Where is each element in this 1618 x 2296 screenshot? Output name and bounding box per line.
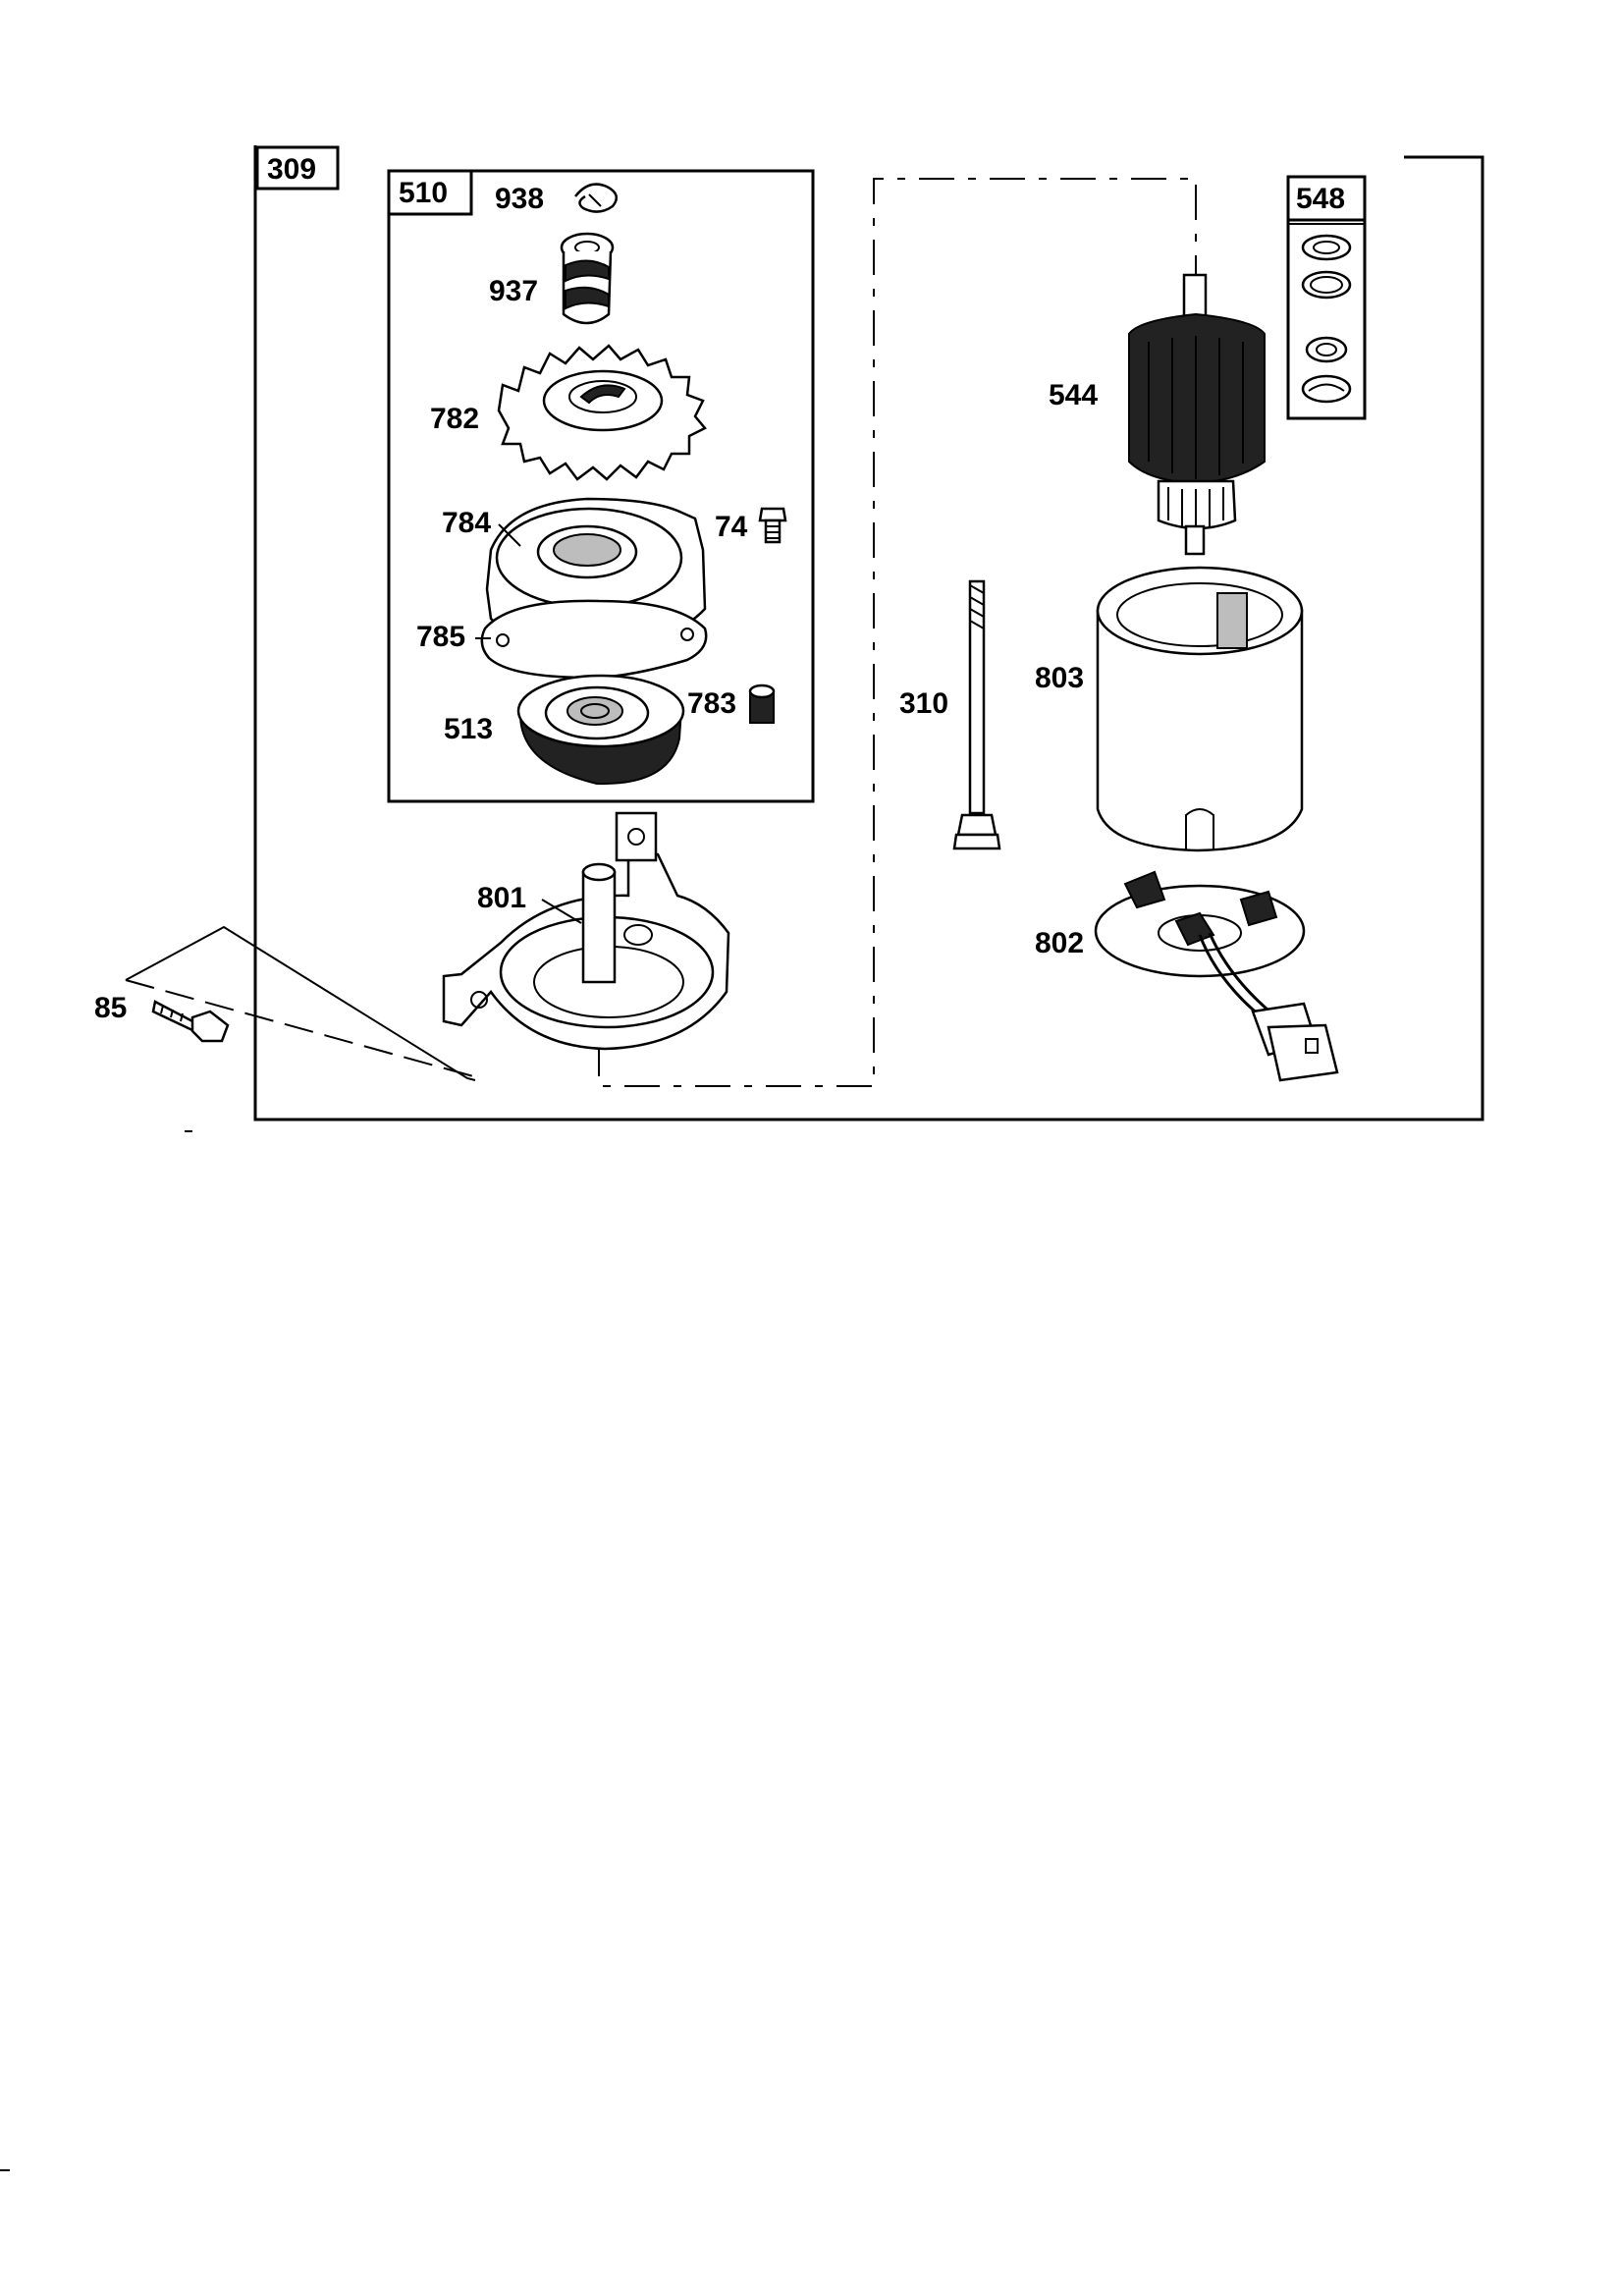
label-803: 803 [1035, 662, 1084, 694]
callout-802: 802 [1035, 927, 1084, 959]
callout-310: 310 [899, 687, 948, 720]
part-544-armature [1128, 273, 1266, 556]
label-938: 938 [495, 183, 544, 215]
part-85-screw [125, 925, 476, 1081]
subassembly-510-label: 510 [399, 177, 448, 209]
part-513-ring-gear [516, 674, 685, 786]
label-801: 801 [477, 882, 526, 914]
label-85: 85 [94, 992, 127, 1024]
label-783: 783 [687, 687, 736, 720]
part-310-bolt [952, 579, 1001, 850]
part-803-frame [1096, 566, 1304, 852]
kit-548-frame: 548 [1286, 175, 1367, 420]
callout-544: 544 [1049, 379, 1098, 411]
label-802: 802 [1035, 927, 1084, 959]
callout-74: 74 [715, 511, 748, 543]
connector-dashed-544 [598, 178, 1197, 1087]
label-937: 937 [489, 275, 538, 307]
callout-784: 784 [442, 507, 521, 547]
callout-938: 938 [495, 183, 544, 215]
part-783-pinion [748, 683, 776, 724]
part-802-brush-plate [1094, 870, 1339, 1082]
subassembly-510-frame: 510 [387, 169, 815, 803]
part-938-clip [574, 183, 619, 213]
label-544: 544 [1049, 379, 1098, 411]
part-782-gear [497, 344, 707, 481]
assembly-frame: 309 [253, 145, 1484, 1121]
callout-513: 513 [444, 713, 493, 745]
part-74-screw [758, 507, 787, 544]
label-784: 784 [442, 507, 491, 539]
part-937-helix [560, 232, 615, 325]
callout-801: 801 [477, 882, 582, 924]
callout-785: 785 [416, 621, 491, 653]
label-782: 782 [430, 403, 479, 435]
callout-782: 782 [430, 403, 479, 435]
part-785-gasket [480, 599, 708, 680]
callout-937: 937 [489, 275, 538, 307]
label-785: 785 [416, 621, 465, 653]
part-801-endcap [442, 811, 730, 1051]
kit-548-label: 548 [1296, 183, 1345, 215]
callout-803: 803 [1035, 662, 1084, 694]
label-74: 74 [715, 511, 748, 543]
callout-783: 783 [687, 687, 736, 720]
label-513: 513 [444, 713, 493, 745]
callout-85: 85 [94, 992, 127, 1024]
label-310: 310 [899, 687, 948, 720]
assembly-label: 309 [267, 153, 316, 186]
